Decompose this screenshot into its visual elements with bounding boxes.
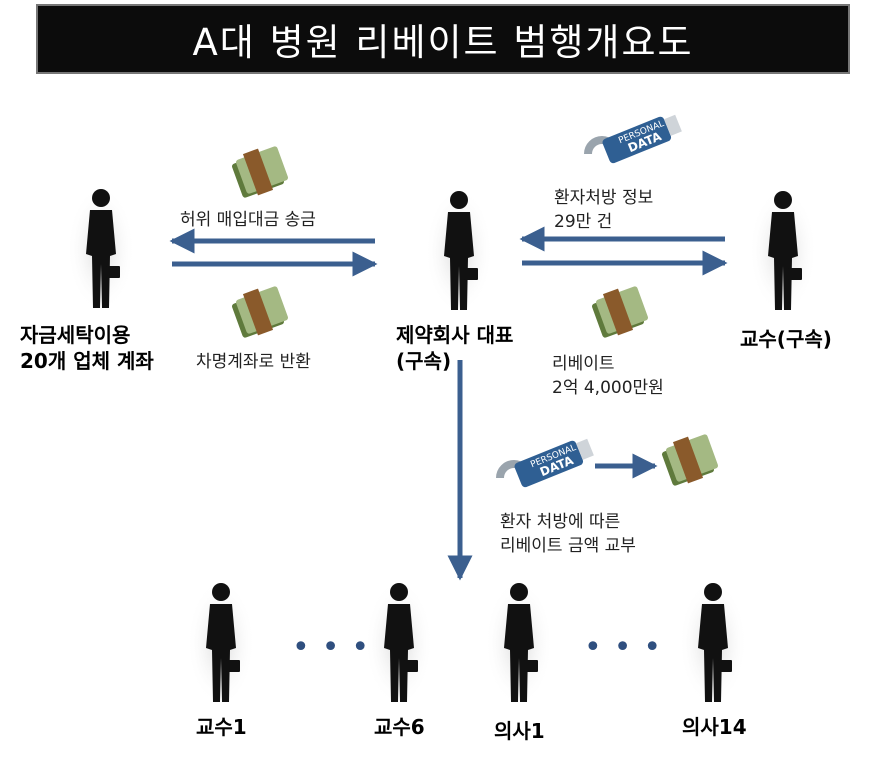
label-rebate: 리베이트 2억 4,000만원	[552, 352, 664, 400]
label-fake-payment: 허위 매입대금 송금	[180, 210, 316, 230]
node-center-line1: 제약회사 대표	[396, 323, 514, 347]
node-center-label: 제약회사 대표 (구속)	[396, 322, 513, 374]
title-bar: A대 병원 리베이트 범행개요도	[36, 4, 850, 74]
person-left	[67, 185, 135, 313]
node-right-label: 교수(구속)	[740, 327, 832, 351]
label-rebate-line2: 2억 4,000만원	[552, 378, 664, 398]
person-right	[749, 187, 817, 315]
label-return-borrowed: 차명계좌로 반환	[196, 352, 311, 372]
node-left-label: 자금세탁이용 20개 업체 계좌	[20, 322, 154, 374]
label-patient-info-line2: 29만 건	[554, 212, 613, 232]
person-center	[425, 187, 493, 315]
node-left-line1: 자금세탁이용	[20, 323, 131, 347]
label-patient-info-line1: 환자처방 정보	[554, 188, 654, 208]
person-doctor-1	[485, 579, 553, 707]
node-doctor-1: 의사1	[494, 719, 545, 743]
label-rebate-by-prescription-line2: 리베이트 금액 교부	[500, 536, 636, 556]
person-professor-1	[187, 579, 255, 707]
node-doctor-14: 의사14	[682, 715, 747, 739]
node-left-line2: 20개 업체 계좌	[20, 349, 154, 373]
node-professor-1: 교수1	[196, 715, 247, 739]
money-icon-center-right	[661, 433, 719, 487]
node-professor-6: 교수6	[374, 715, 425, 739]
label-rebate-by-prescription-line1: 환자 처방에 따른	[500, 512, 621, 532]
label-patient-info: 환자처방 정보 29만 건	[554, 186, 653, 234]
money-icon-top-left	[231, 145, 289, 199]
label-rebate-by-prescription: 환자 처방에 따른 리베이트 금액 교부	[500, 510, 636, 558]
page-title: A대 병원 리베이트 범행개요도	[192, 21, 694, 64]
node-center-line2: (구속)	[396, 349, 452, 373]
person-doctor-14	[679, 579, 747, 707]
ellipsis-doctors: •••	[584, 630, 674, 665]
usb-data-icon: PERSONAL DATA	[574, 112, 684, 184]
label-rebate-line1: 리베이트	[552, 354, 615, 374]
ellipsis-professors: •••	[292, 630, 382, 665]
usb-data-icon-2: PERSONAL DATA	[486, 436, 596, 508]
money-icon-right	[591, 285, 649, 339]
money-icon-bottom-left	[231, 285, 289, 339]
